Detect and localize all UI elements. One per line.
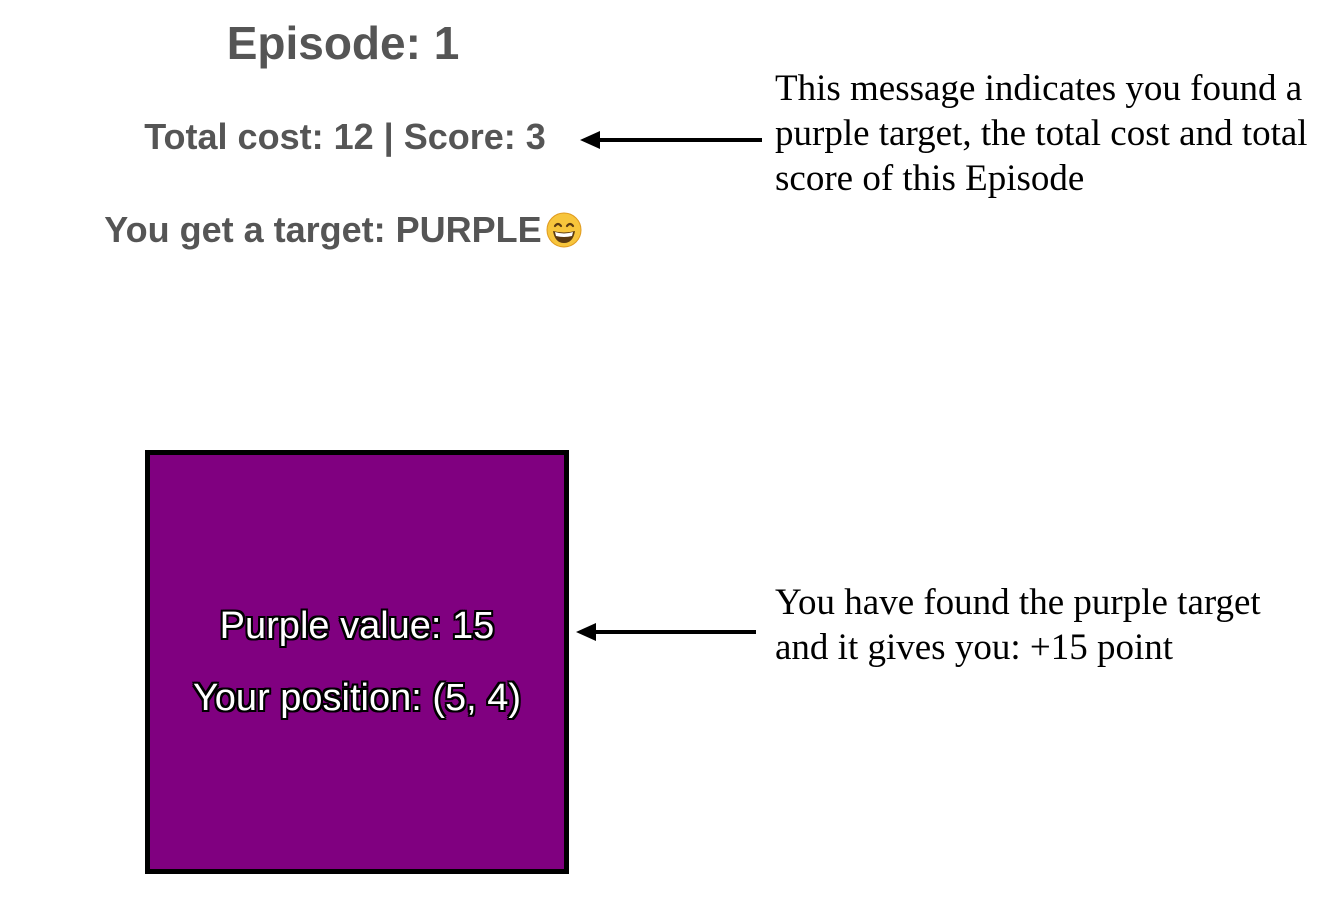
status-annotation: This message indicates you found a purpl… [775, 68, 1308, 199]
grid-cell[interactable]: Purple value: 15 Your position: (5, 4) [145, 450, 569, 874]
target-message-text: You get a target: PURPLE [104, 209, 542, 250]
status-line: Total cost: 12 | Score: 3 [144, 116, 546, 157]
cell-value-label: Purple value: 15 [219, 605, 495, 647]
target-message: You get a target: PURPLE [0, 208, 686, 252]
episode-title: Episode: 1 [226, 17, 460, 69]
cell-annotation: You have found the purple target and it … [775, 582, 1261, 668]
cell-arrow-icon [576, 623, 756, 641]
grinning-face-icon [546, 212, 582, 248]
cell-position-label: Your position: (5, 4) [192, 677, 522, 719]
status-arrow-icon [580, 131, 762, 149]
